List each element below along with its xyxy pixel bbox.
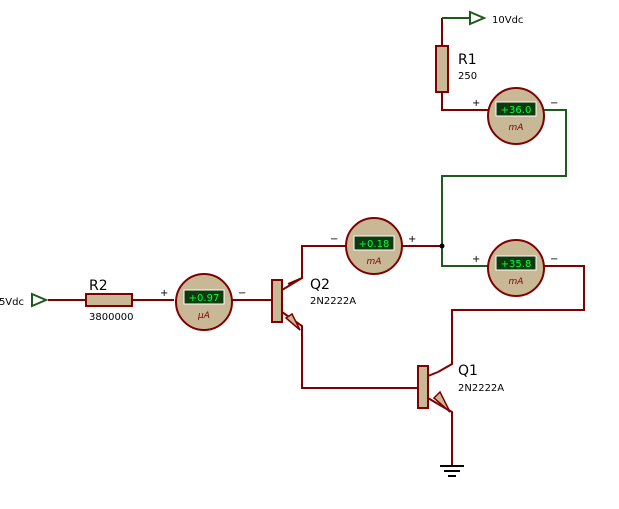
resistor-r2-value: 3800000 [89,312,134,323]
ammeter-m3-reading: +35.8 [501,259,532,270]
junction-dot [439,243,445,249]
wire-q2e-q1b [301,330,418,389]
supply-10v-label: 10Vdc [492,15,523,26]
transistor-q1-base-bar [417,365,429,409]
transistor-q2: Q2 2N2222A [271,277,356,331]
resistor-r1: R1 250 [435,45,477,93]
transistor-q1-collector-leg [427,371,439,377]
ammeter-m2-display [353,235,395,251]
resistor-r2-ref: R2 [89,278,108,294]
ammeter-m1-unit: mA [509,123,524,133]
wire-m1-junction [441,109,567,246]
wire-q1e-gnd [437,403,453,466]
ammeter-m4-minus: − [238,288,246,299]
wire-m2-q2c [287,245,346,285]
resistor-r1-body [435,45,449,93]
transistor-q1: Q1 2N2222A [417,363,504,413]
supply-5v: 5Vdc [0,292,49,308]
ammeter-m3-minus: − [550,254,558,265]
transistor-q1-emitter-arrow [432,390,451,413]
ammeter-m2: +0.18 mA − + [330,217,416,275]
ammeter-m3: +35.8 mA + − [472,239,558,297]
transistor-q1-emitter-leg [427,397,439,405]
transistor-q1-model: 2N2222A [458,383,504,394]
wire-m3-q1c [437,265,585,373]
wire-r1-m1 [441,92,488,111]
wire-junction-m3 [441,246,488,267]
ammeter-m3-display [495,255,537,271]
transistor-q1-ref: Q1 [458,363,478,379]
ammeter-m1-plus: + [472,98,480,109]
ammeter-m3-plus: + [472,254,480,265]
resistor-r2: R2 3800000 [85,278,134,323]
resistor-r2-body [85,293,133,307]
transistor-q2-collector-leg [281,277,303,291]
resistor-r1-ref: R1 [458,52,477,68]
ammeter-m4: +0.97 µA + − [160,273,246,331]
supply-10v: 10Vdc [442,10,523,26]
ammeter-m3-unit: mA [509,277,524,287]
transistor-q2-ref: Q2 [310,277,330,293]
ammeter-m1-minus: − [550,98,558,109]
transistor-q2-model: 2N2222A [310,296,356,307]
transistor-q2-base-bar [271,279,283,323]
ammeter-m2-minus: − [330,234,338,245]
ammeter-m2-reading: +0.18 [359,239,390,250]
supply-5v-arrow [31,292,49,308]
ground-symbol [440,465,464,477]
supply-5v-label: 5Vdc [0,297,24,308]
ammeter-m4-reading: +0.97 [189,293,220,304]
ammeter-m2-plus: + [408,234,416,245]
ammeter-m4-display [183,289,225,305]
supply-10v-arrow [469,10,487,26]
resistor-r1-value: 250 [458,71,477,82]
ammeter-m1: +36.0 mA + − [472,87,558,145]
ammeter-m1-reading: +36.0 [501,105,532,116]
ammeter-m4-unit: µA [197,311,210,321]
ammeter-m2-unit: mA [367,257,382,267]
ammeter-m1-display [495,101,537,117]
ammeter-m4-plus: + [160,288,168,299]
transistor-q2-emitter-arrow [284,312,301,331]
